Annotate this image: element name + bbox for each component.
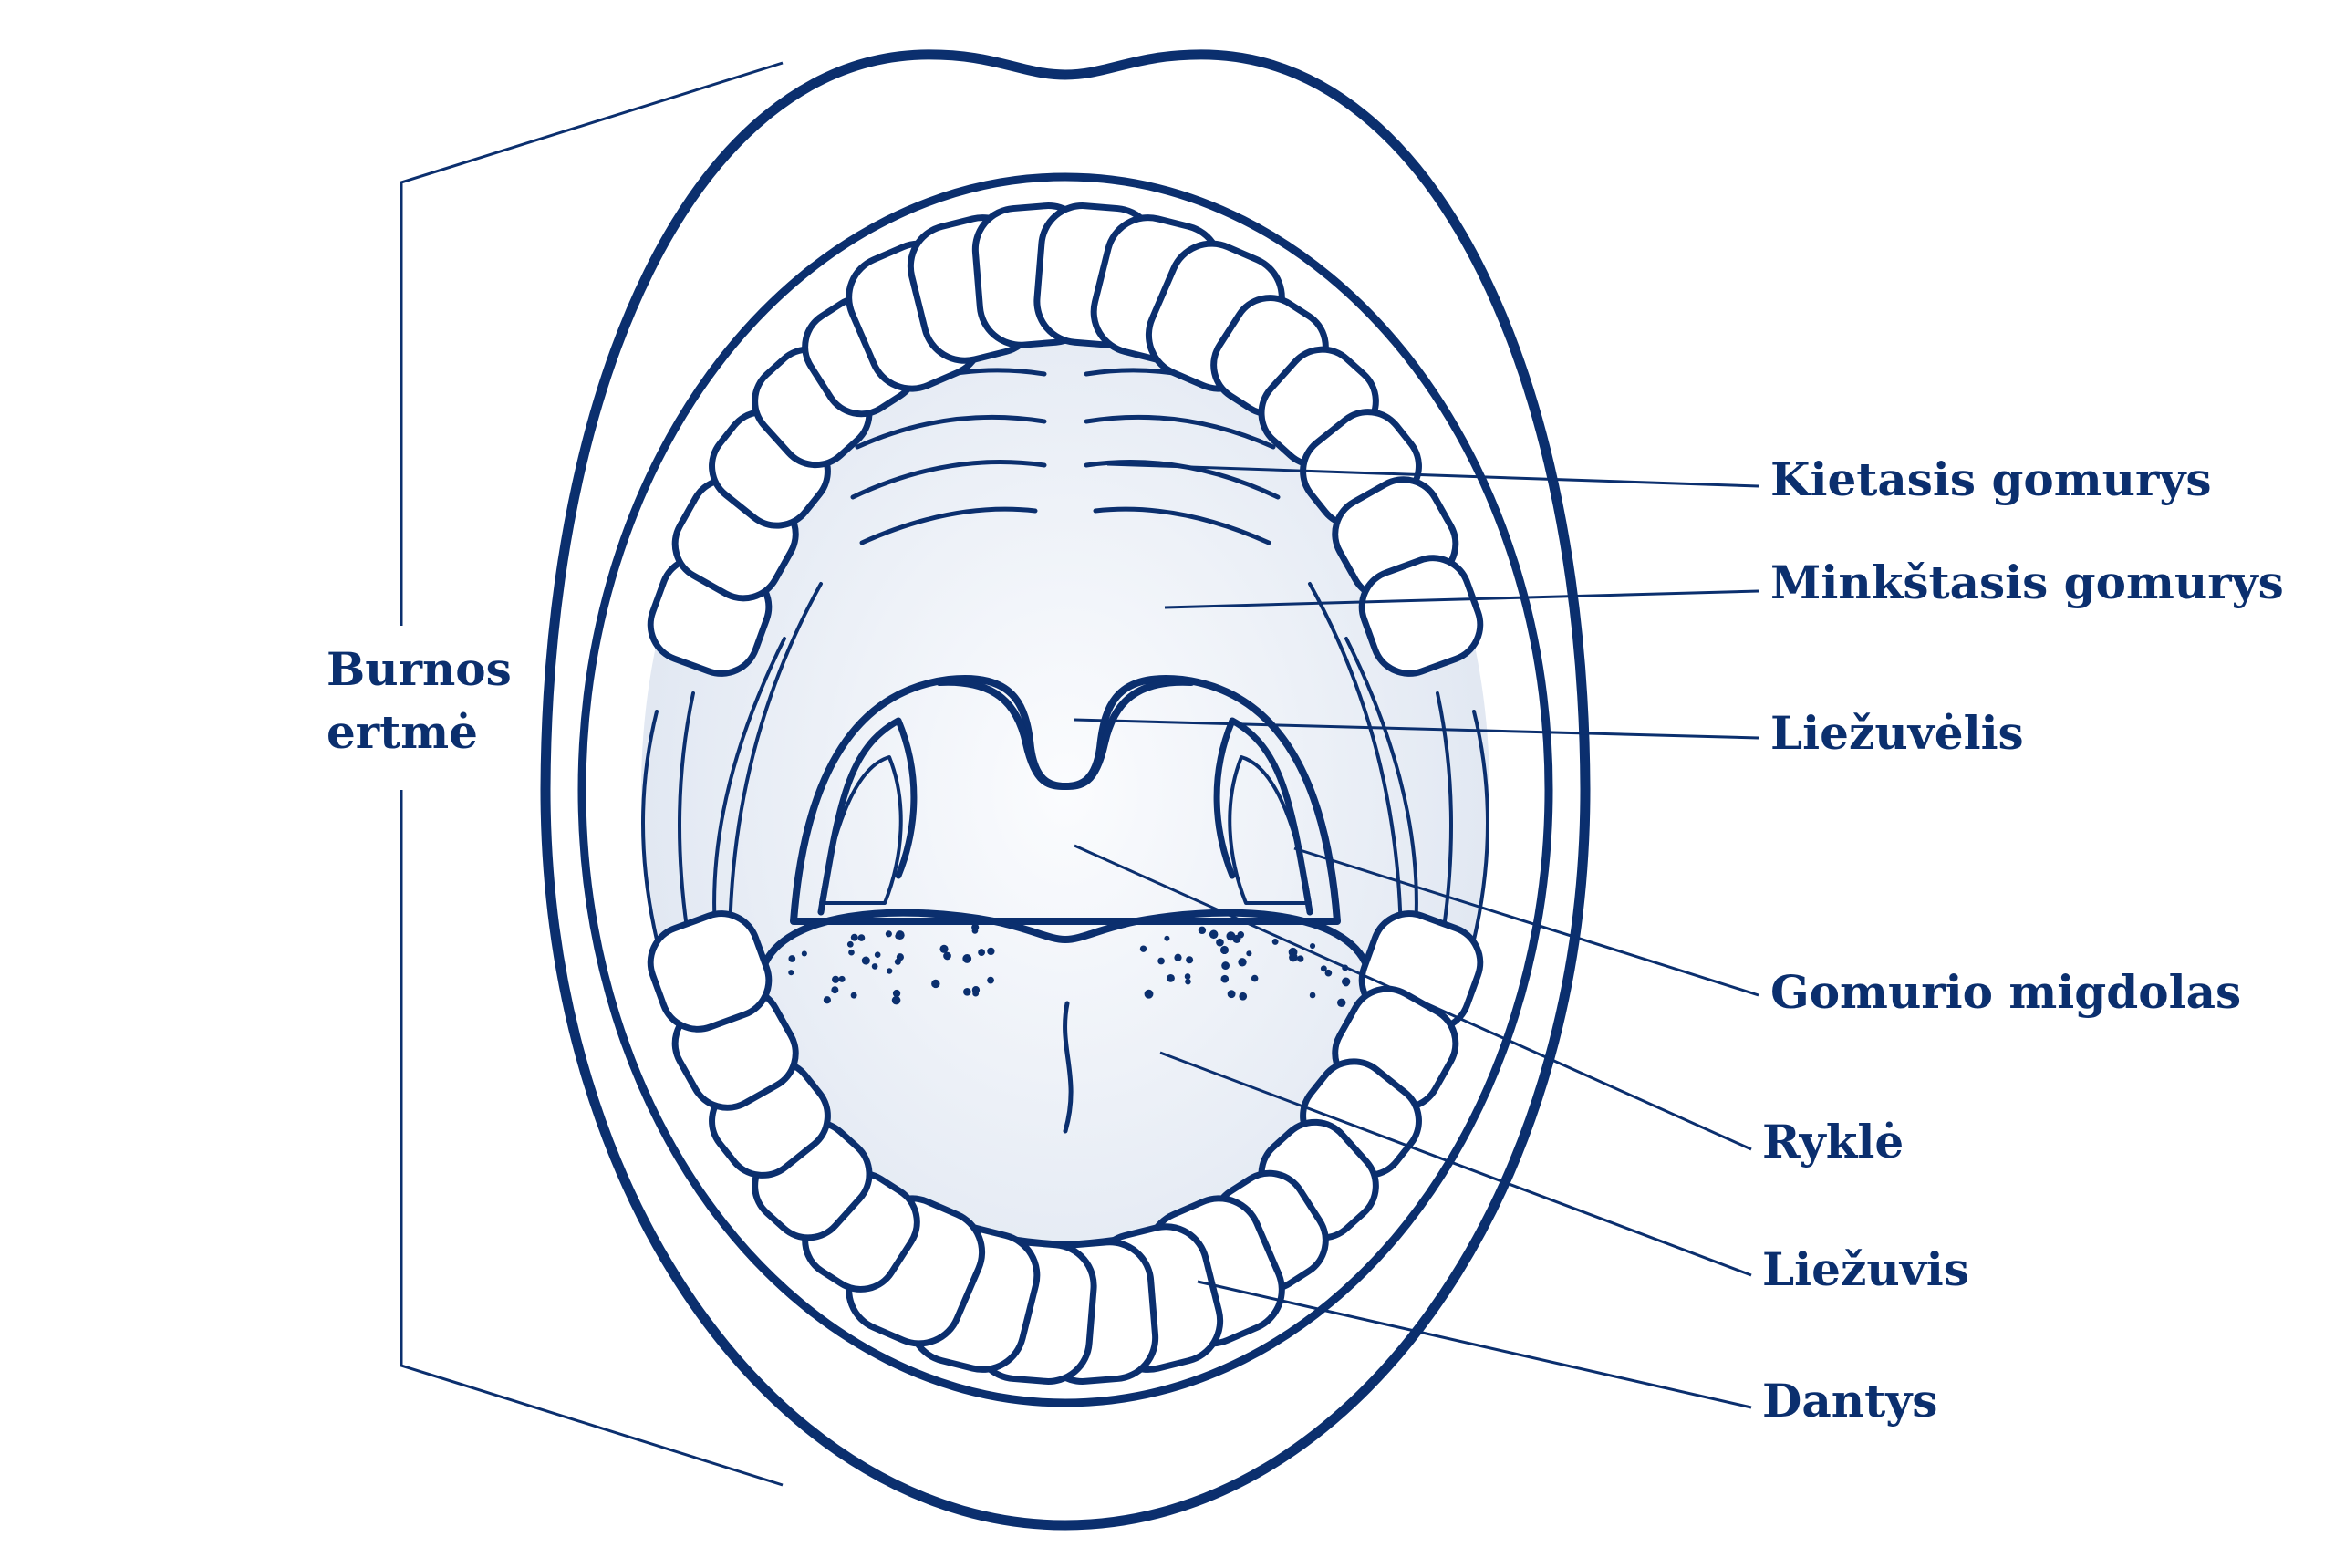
papilla-dot bbox=[838, 975, 846, 982]
papilla-dot bbox=[1343, 980, 1350, 987]
papilla-dot bbox=[1209, 929, 1219, 940]
leader-lines bbox=[1074, 462, 1759, 1409]
leader-teeth bbox=[1197, 1280, 1752, 1409]
papilla-dot bbox=[1184, 973, 1191, 980]
uvula-shape bbox=[936, 678, 1195, 790]
papilla-dot bbox=[1174, 953, 1182, 961]
lips bbox=[540, 49, 1591, 1531]
bracket-label-line1: Burnos bbox=[327, 642, 512, 696]
label-teeth: Dantys bbox=[1762, 1374, 1937, 1428]
papilla-dot bbox=[987, 976, 994, 984]
papilla-dot bbox=[874, 951, 881, 959]
tonsil-right bbox=[1228, 755, 1312, 905]
bracket-bottom bbox=[400, 790, 784, 1487]
papilla-dot bbox=[846, 940, 854, 948]
palatoglossal-arch-left bbox=[817, 717, 918, 916]
leader-tongue bbox=[1159, 1051, 1752, 1277]
bracket-top bbox=[400, 61, 784, 626]
papilla-dot bbox=[896, 953, 904, 961]
papilla-dot bbox=[1216, 938, 1224, 947]
papilla-dot bbox=[978, 949, 986, 957]
mouth-opening bbox=[577, 172, 1553, 1407]
label-uvula: Liežuvėlis bbox=[1770, 706, 2024, 760]
papilla-dot bbox=[1271, 938, 1279, 945]
tongue-papillae bbox=[788, 923, 1351, 1008]
papilla-dot bbox=[1221, 961, 1230, 970]
papilla-dot bbox=[1239, 992, 1248, 1001]
papilla-dot bbox=[939, 944, 949, 953]
papilla-dot bbox=[972, 990, 980, 997]
papilla-dot bbox=[857, 934, 866, 941]
teeth-group bbox=[647, 202, 1484, 1385]
papilla-dot bbox=[861, 956, 870, 965]
papilla-dot bbox=[895, 930, 905, 940]
tonsil-left bbox=[819, 755, 903, 905]
papilla-dot bbox=[1186, 956, 1194, 964]
leader-uvula bbox=[1074, 718, 1759, 740]
papilla-dot bbox=[891, 995, 901, 1005]
papilla-dot bbox=[892, 989, 901, 998]
label-soft-palate: Minkštasis gomurys bbox=[1770, 556, 2284, 609]
papilla-dot bbox=[1220, 974, 1230, 983]
papilla-dot bbox=[823, 996, 832, 1004]
papilla-dot bbox=[943, 951, 951, 961]
papilla-dot bbox=[931, 979, 940, 989]
papilla-dot bbox=[871, 963, 878, 970]
label-tongue: Liežuvis bbox=[1762, 1242, 1969, 1296]
papilla-dot bbox=[971, 928, 979, 934]
papilla-dot bbox=[1157, 957, 1165, 965]
papilla-dot bbox=[1251, 974, 1259, 982]
leader-pharynx bbox=[1074, 844, 1752, 1151]
papilla-dot bbox=[1167, 973, 1175, 982]
papilla-dot bbox=[1297, 955, 1304, 962]
papilla-dot bbox=[801, 950, 807, 957]
papilla-dot bbox=[788, 955, 796, 962]
label-pharynx: Ryklė bbox=[1762, 1115, 1904, 1168]
palatoglossal-arch-right bbox=[1213, 717, 1313, 916]
leader-soft-palate bbox=[1164, 589, 1759, 609]
papilla-dot bbox=[1309, 992, 1316, 999]
papilla-dot bbox=[1238, 958, 1247, 967]
lower-tooth bbox=[647, 910, 773, 1033]
papilla-dot bbox=[788, 970, 794, 976]
papilla-dot bbox=[1237, 931, 1245, 939]
papilla-dot bbox=[831, 975, 840, 983]
papilla-dot bbox=[963, 987, 971, 996]
papilla-dot bbox=[1320, 965, 1327, 972]
tongue-midline bbox=[1063, 1001, 1074, 1134]
papilla-dot bbox=[1289, 952, 1298, 962]
papilla-dot bbox=[850, 992, 857, 999]
papilla-dot bbox=[850, 933, 858, 941]
papilla-dot bbox=[962, 954, 972, 963]
papilla-dot bbox=[1309, 942, 1316, 950]
label-hard-palate: Kietasis gomurys bbox=[1770, 452, 2212, 506]
papilla-dot bbox=[1198, 926, 1207, 935]
papilla-dot bbox=[1324, 969, 1333, 977]
papilla-dot bbox=[1144, 989, 1154, 999]
papilla-dot bbox=[1164, 935, 1170, 941]
papilla-dot bbox=[1246, 950, 1252, 957]
leader-tonsil bbox=[1293, 846, 1759, 997]
papilla-dot bbox=[1139, 945, 1147, 952]
papilla-dot bbox=[1219, 945, 1230, 955]
papilla-dot bbox=[848, 949, 855, 956]
papilla-dot bbox=[831, 986, 839, 994]
label-tonsil: Gomurio migdolas bbox=[1770, 965, 2241, 1019]
papilla-dot bbox=[886, 968, 893, 974]
bracket-label-line2: ertmė bbox=[327, 705, 478, 759]
papilla-dot bbox=[1337, 998, 1346, 1008]
upper-tooth bbox=[1358, 555, 1484, 677]
papilla-dot bbox=[1227, 990, 1236, 999]
papilla-dot bbox=[1185, 978, 1191, 985]
papilla-dot bbox=[987, 947, 995, 956]
papilla-dot bbox=[885, 930, 892, 938]
leader-hard-palate bbox=[1106, 462, 1759, 488]
